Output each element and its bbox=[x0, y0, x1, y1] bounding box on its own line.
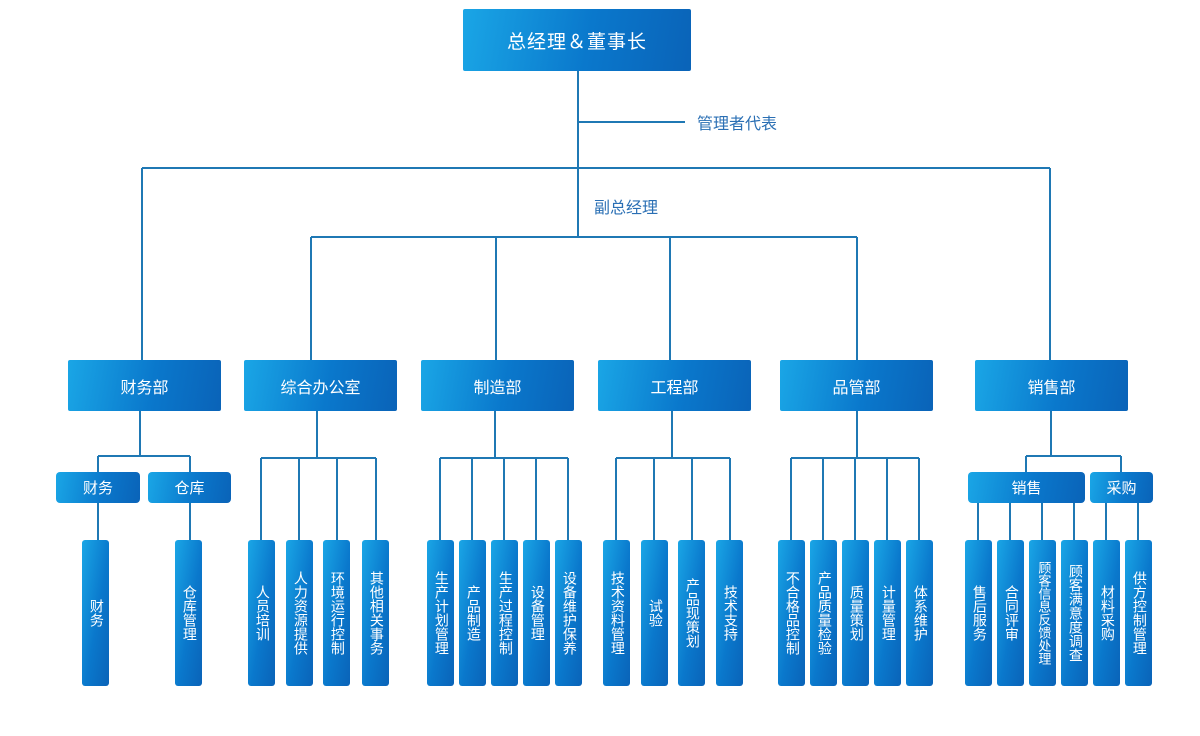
leaf-quality-planning: 质量策划 bbox=[842, 540, 869, 686]
subgroup-finance: 财务 bbox=[56, 472, 140, 503]
dept-finance: 财务部 bbox=[68, 360, 221, 411]
leaf-product-manufacturing: 产品制造 bbox=[459, 540, 486, 686]
leaf-system-maintenance: 体系维护 bbox=[906, 540, 933, 686]
subgroup-purchasing: 采购 bbox=[1090, 472, 1153, 503]
leaf-after-sales-service: 售后服务 bbox=[965, 540, 992, 686]
leaf-product-planning: 产品现策划 bbox=[678, 540, 705, 686]
dept-general-office: 综合办公室 bbox=[244, 360, 397, 411]
dept-quality: 品管部 bbox=[780, 360, 933, 411]
leaf-hr-provision: 人力资源提供 bbox=[286, 540, 313, 686]
leaf-production-planning: 生产计划管理 bbox=[427, 540, 454, 686]
leaf-metrology-management: 计量管理 bbox=[874, 540, 901, 686]
subgroup-warehouse: 仓库 bbox=[148, 472, 231, 503]
leaf-supplier-control: 供方控制管理 bbox=[1125, 540, 1152, 686]
deputy-general-manager-label: 副总经理 bbox=[594, 198, 659, 217]
leaf-finance: 财务 bbox=[82, 540, 109, 686]
dept-manufacturing: 制造部 bbox=[421, 360, 574, 411]
leaf-quality-inspection: 产品质量检验 bbox=[810, 540, 837, 686]
ceo-chairman-box: 总经理＆董事长 bbox=[463, 9, 691, 71]
dept-sales: 销售部 bbox=[975, 360, 1128, 411]
leaf-material-purchasing: 材料采购 bbox=[1093, 540, 1120, 686]
leaf-technical-documents: 技术资料管理 bbox=[603, 540, 630, 686]
leaf-staff-training: 人员培训 bbox=[248, 540, 275, 686]
leaf-customer-feedback: 顾客信息反馈处理 bbox=[1029, 540, 1056, 686]
subgroup-sales: 销售 bbox=[968, 472, 1085, 503]
leaf-contract-review: 合同评审 bbox=[997, 540, 1024, 686]
dept-engineering: 工程部 bbox=[598, 360, 751, 411]
leaf-nonconforming-control: 不合格品控制 bbox=[778, 540, 805, 686]
leaf-other-affairs: 其他相关事务 bbox=[362, 540, 389, 686]
management-representative-label: 管理者代表 bbox=[697, 114, 778, 133]
leaf-warehouse-management: 仓库管理 bbox=[175, 540, 202, 686]
leaf-technical-support: 技术支持 bbox=[716, 540, 743, 686]
leaf-equipment-management: 设备管理 bbox=[523, 540, 550, 686]
leaf-process-control: 生产过程控制 bbox=[491, 540, 518, 686]
leaf-customer-satisfaction: 顾客满意度调查 bbox=[1061, 540, 1088, 686]
leaf-equipment-maintenance: 设备维护保养 bbox=[555, 540, 582, 686]
leaf-environment-control: 环境运行控制 bbox=[323, 540, 350, 686]
leaf-testing: 试验 bbox=[641, 540, 668, 686]
